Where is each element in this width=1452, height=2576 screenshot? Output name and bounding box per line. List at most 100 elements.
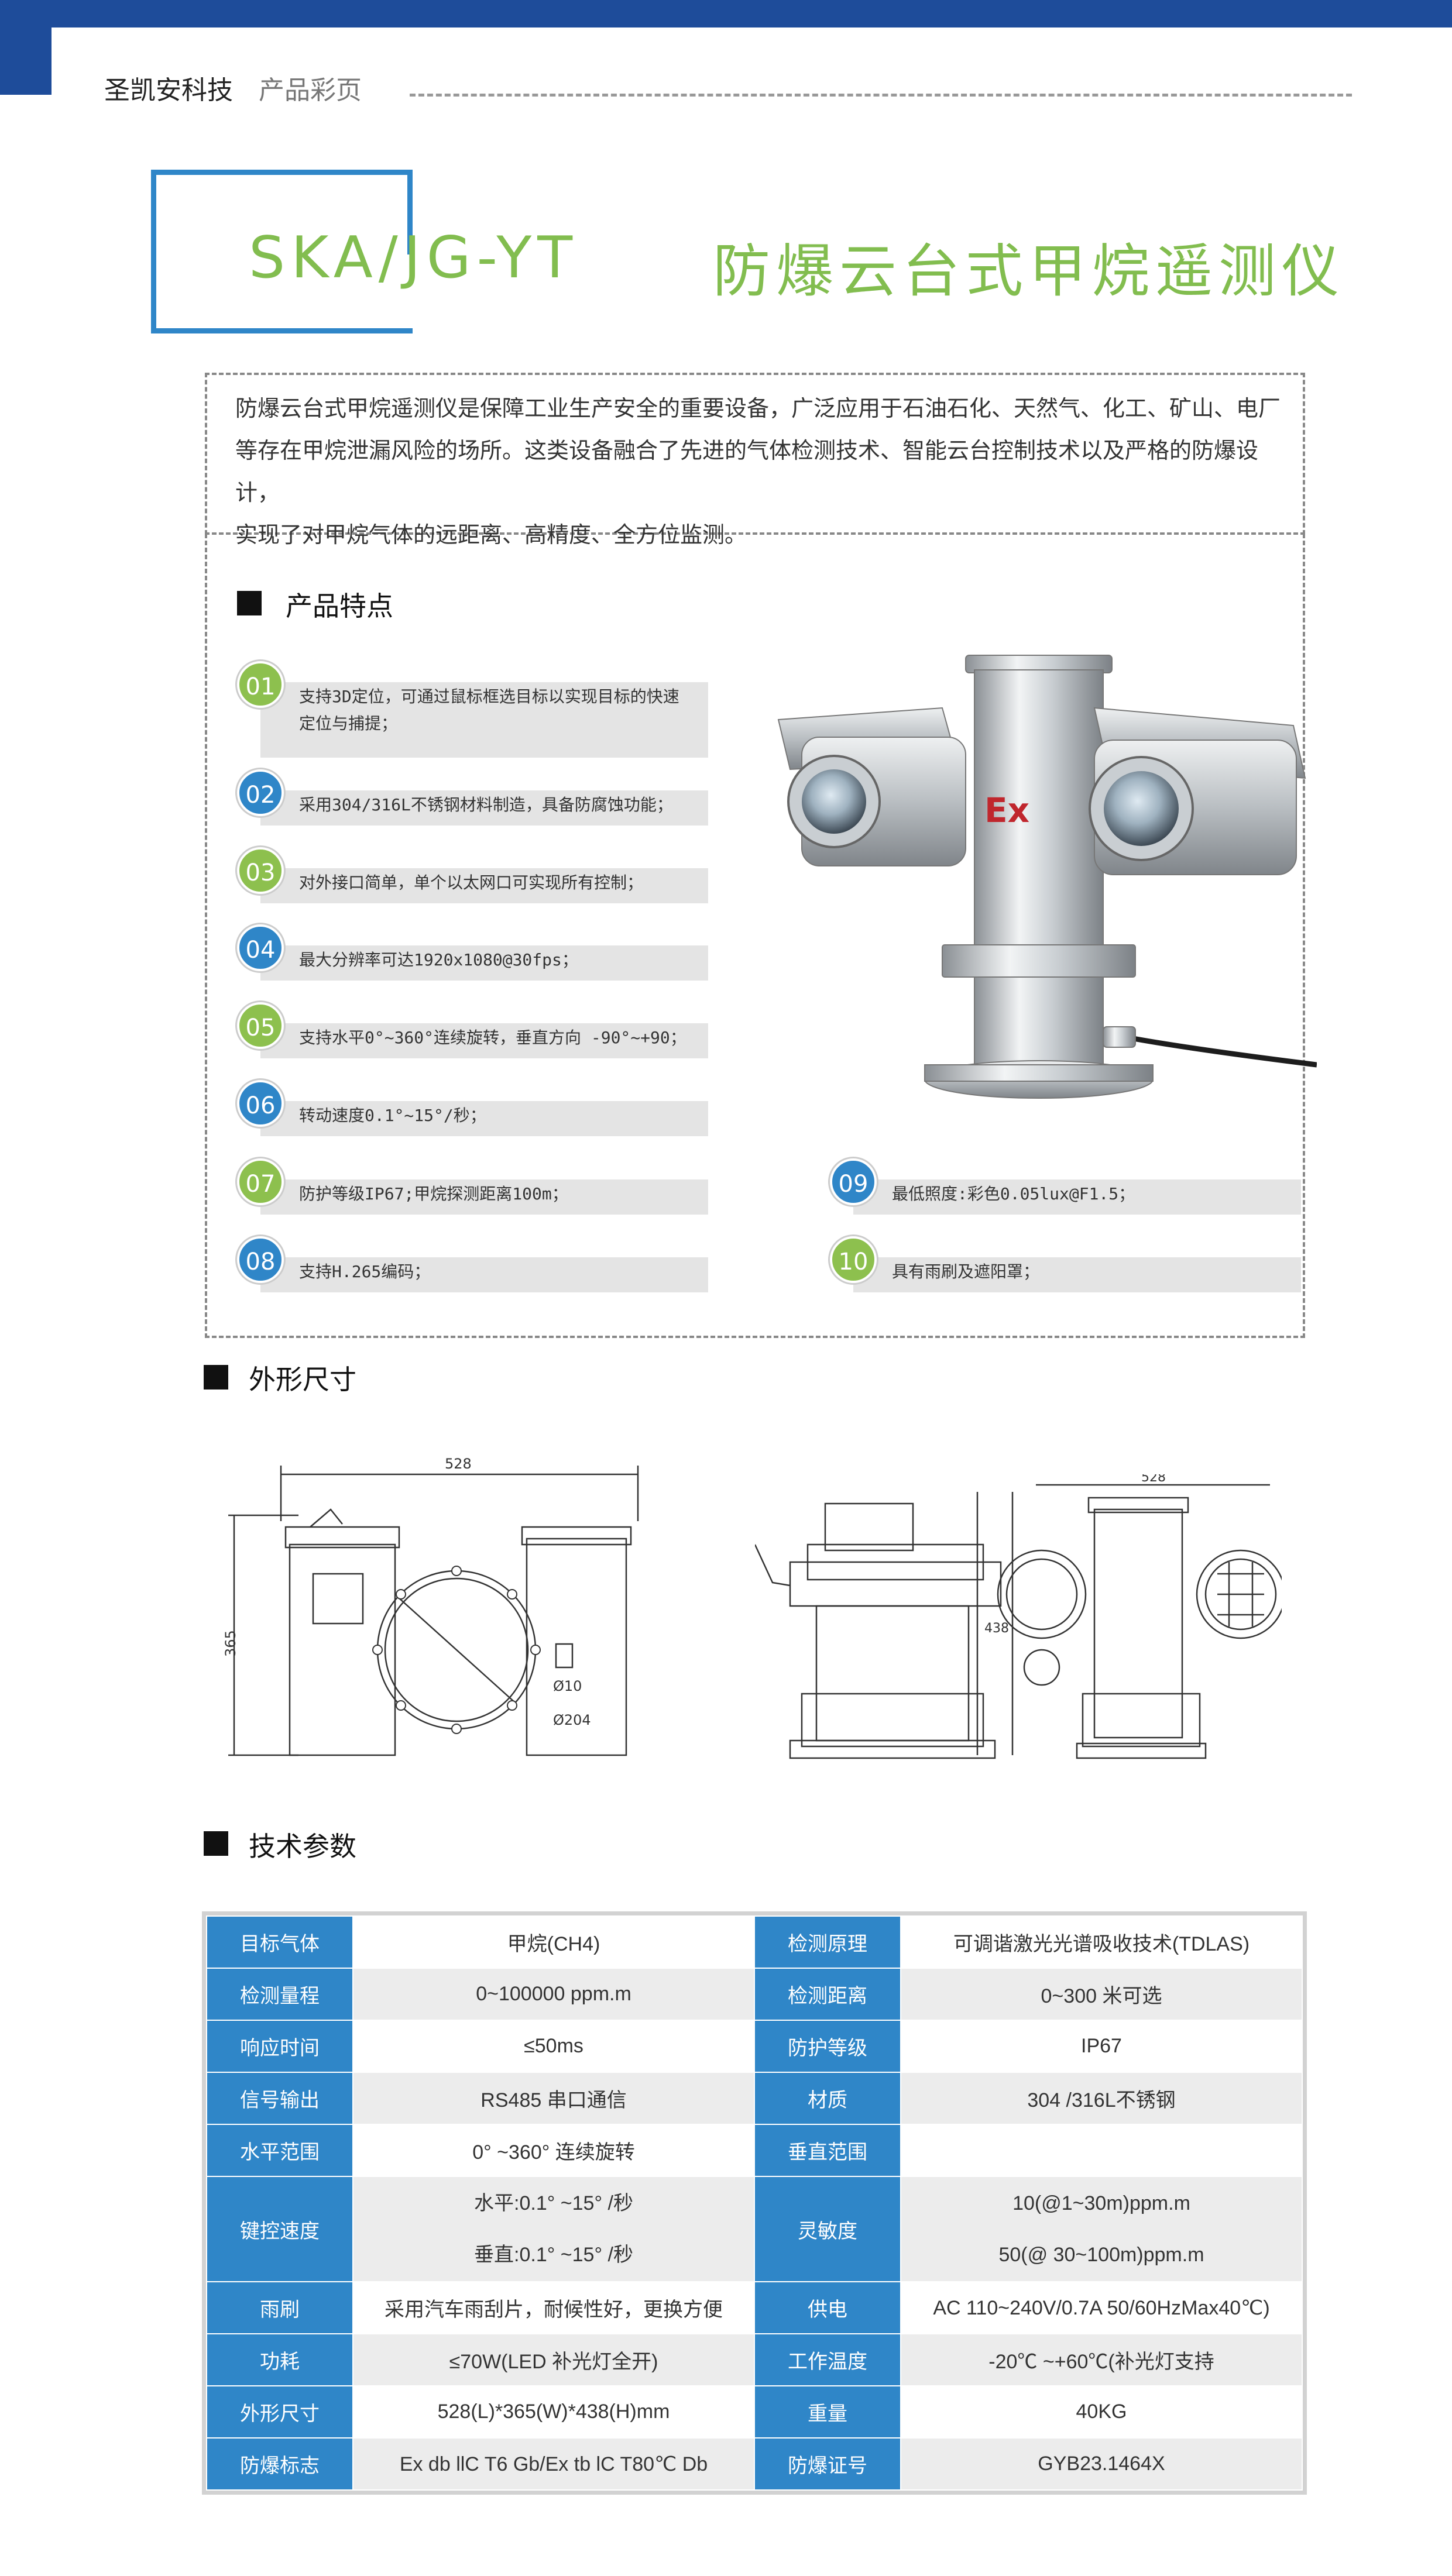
header-bar bbox=[52, 0, 1452, 27]
intro-box bbox=[205, 373, 1305, 535]
feature-number: 05 bbox=[237, 1002, 284, 1049]
spec-label: 检测原理 bbox=[754, 1915, 901, 1969]
dimension-drawing-front: 528 365 Ø10 Ø204 bbox=[222, 1456, 639, 1756]
feature-text: 最低照度:彩色0.05lux@F1.5； bbox=[892, 1184, 1135, 1203]
header-divider bbox=[410, 94, 1352, 97]
spec-label: 功耗 bbox=[206, 2333, 353, 2386]
product-image: Ex bbox=[777, 655, 1317, 1099]
spec-label: 外形尺寸 bbox=[206, 2385, 353, 2439]
feature-text: 对外接口简单，单个以太网口可实现所有控制； bbox=[299, 873, 644, 892]
spec-value: AC 110~240V/0.7A 50/60HzMax40℃) bbox=[900, 2281, 1303, 2334]
spec-value: IP67 bbox=[900, 2020, 1303, 2073]
spec-label: 防爆证号 bbox=[754, 2437, 901, 2491]
dim-diameter-large: Ø204 bbox=[553, 1712, 591, 1728]
features-box bbox=[205, 534, 1305, 1338]
spec-value: 可调谐激光光谱吸收技术(TDLAS) bbox=[900, 1915, 1303, 1969]
brand-subtitle: 产品彩页 bbox=[259, 75, 362, 105]
feature-text: 采用304/316L不锈钢材料制造，具备防腐蚀功能； bbox=[299, 795, 673, 814]
dimensions-bullet bbox=[204, 1365, 228, 1390]
feature-number: 09 bbox=[830, 1158, 877, 1205]
table-row: 响应时间 ≤50ms 防护等级 IP67 bbox=[206, 2020, 1303, 2073]
spec-value-line: 10(@1~30m)ppm.m bbox=[1012, 2192, 1190, 2214]
spec-label: 灵敏度 bbox=[754, 2176, 901, 2282]
table-row: 功耗 ≤70W(LED 补光灯全开) 工作温度 -20℃ ~+60℃(补光灯支持 bbox=[206, 2333, 1303, 2386]
dim-width-label: 528 bbox=[445, 1456, 472, 1472]
spec-label: 垂直范围 bbox=[754, 2124, 901, 2177]
spec-value-line: 垂直:0.1° ~15° /秒 bbox=[474, 2244, 633, 2266]
feature-item: 10 具有雨刷及遮阳罩； bbox=[830, 1236, 1301, 1292]
spec-label: 工作温度 bbox=[754, 2333, 901, 2386]
product-name: 防爆云台式甲烷遥测仪 bbox=[713, 238, 1345, 305]
title-frame bbox=[151, 170, 413, 333]
specs-bullet bbox=[204, 1831, 228, 1856]
feature-item: 02 采用304/316L不锈钢材料制造，具备防腐蚀功能； bbox=[237, 769, 708, 826]
spec-label: 检测量程 bbox=[206, 1968, 353, 2021]
feature-item: 07 防护等级IP67;甲烷探测距离100m； bbox=[237, 1158, 708, 1215]
spec-value: Ex db llC T6 Gb/Ex tb lC T80℃ Db bbox=[352, 2437, 755, 2491]
feature-item: 09 最低照度:彩色0.05lux@F1.5； bbox=[830, 1158, 1301, 1215]
spec-label: 目标气体 bbox=[206, 1915, 353, 1969]
spec-value: 304 /316L不锈钢 bbox=[900, 2072, 1303, 2125]
table-row: 键控速度 水平:0.1° ~15° /秒 垂直:0.1° ~15° /秒 灵敏度… bbox=[206, 2176, 1303, 2282]
feature-number: 08 bbox=[237, 1236, 284, 1283]
feature-text: 具有雨刷及遮阳罩； bbox=[892, 1262, 1040, 1281]
dimensions-title: 外形尺寸 bbox=[249, 1364, 356, 1395]
spec-value bbox=[900, 2124, 1303, 2177]
spec-value: 0° ~360° 连续旋转 bbox=[352, 2124, 755, 2177]
feature-number: 03 bbox=[237, 847, 284, 894]
feature-text: 支持H.265编码； bbox=[299, 1262, 431, 1281]
spec-value: 10(@1~30m)ppm.m 50(@ 30~100m)ppm.m bbox=[900, 2176, 1303, 2282]
spec-value: 0~100000 ppm.m bbox=[352, 1968, 755, 2021]
spec-label: 键控速度 bbox=[206, 2176, 353, 2282]
table-row: 雨刷 采用汽车雨刮片，耐候性好，更换方便 供电 AC 110~240V/0.7A… bbox=[206, 2281, 1303, 2334]
intro-line: 等存在甲烷泄漏风险的场所。这类设备融合了先进的气体检测技术、智能云台控制技术以及… bbox=[235, 438, 1259, 505]
spec-label: 材质 bbox=[754, 2072, 901, 2125]
spec-value: ≤70W(LED 补光灯全开) bbox=[352, 2333, 755, 2386]
feature-text: 防护等级IP67;甲烷探测距离100m； bbox=[299, 1184, 568, 1203]
feature-text: 最大分辨率可达1920x1080@30fps； bbox=[299, 950, 578, 969]
dimension-drawing-side: 528 438 bbox=[755, 1474, 1282, 1759]
feature-text: 定位与捕提； bbox=[299, 714, 398, 733]
feature-number: 10 bbox=[830, 1236, 877, 1283]
spec-value-line: 50(@ 30~100m)ppm.m bbox=[998, 2244, 1204, 2266]
ex-mark: Ex bbox=[984, 790, 1029, 830]
feature-text: 转动速度0.1°~15°/秒； bbox=[299, 1106, 486, 1125]
spec-value: GYB23.1464X bbox=[900, 2437, 1303, 2491]
spec-value: 528(L)*365(W)*438(H)mm bbox=[352, 2385, 755, 2439]
intro-line: 防爆云台式甲烷遥测仪是保障工业生产安全的重要设备，广泛应用于石油石化、天然气、化… bbox=[235, 395, 1281, 421]
spec-value: -20℃ ~+60℃(补光灯支持 bbox=[900, 2333, 1303, 2386]
brand-name: 圣凯安科技 bbox=[104, 75, 233, 105]
intro-line: 实现了对甲烷气体的远距离、高精度、全方位监测。 bbox=[235, 522, 747, 548]
spec-label: 水平范围 bbox=[206, 2124, 353, 2177]
feature-number: 04 bbox=[237, 924, 284, 971]
table-row: 目标气体 甲烷(CH4) 检测原理 可调谐激光光谱吸收技术(TDLAS) bbox=[206, 1915, 1303, 1969]
spec-value-line: 水平:0.1° ~15° /秒 bbox=[474, 2192, 633, 2214]
feature-item: 06 转动速度0.1°~15°/秒； bbox=[237, 1080, 708, 1136]
spec-label: 响应时间 bbox=[206, 2020, 353, 2073]
spec-value: ≤50ms bbox=[352, 2020, 755, 2073]
title-frame-tick bbox=[407, 170, 413, 254]
spec-value: 甲烷(CH4) bbox=[352, 1915, 755, 1969]
table-row: 信号输出 RS485 串口通信 材质 304 /316L不锈钢 bbox=[206, 2072, 1303, 2125]
spec-label: 信号输出 bbox=[206, 2072, 353, 2125]
feature-item: 05 支持水平0°~360°连续旋转，垂直方向 -90°~+90； bbox=[237, 1002, 708, 1058]
header-corner bbox=[0, 0, 52, 95]
feature-item: 08 支持H.265编码； bbox=[237, 1236, 708, 1292]
dim-width-label: 528 bbox=[1141, 1474, 1166, 1485]
dim-height-label: 365 bbox=[222, 1630, 239, 1657]
specs-title: 技术参数 bbox=[249, 1831, 356, 1862]
intro-text: 防爆云台式甲烷遥测仪是保障工业生产安全的重要设备，广泛应用于石油石化、天然气、化… bbox=[235, 387, 1283, 556]
feature-item: 03 对外接口简单，单个以太网口可实现所有控制； bbox=[237, 847, 708, 903]
spec-value: 40KG bbox=[900, 2385, 1303, 2439]
spec-value: 采用汽车雨刮片，耐候性好，更换方便 bbox=[352, 2281, 755, 2334]
feature-number: 06 bbox=[237, 1080, 284, 1127]
table-row: 水平范围 0° ~360° 连续旋转 垂直范围 bbox=[206, 2124, 1303, 2177]
product-model: SKA/JG-YT bbox=[249, 225, 579, 291]
table-row: 外形尺寸 528(L)*365(W)*438(H)mm 重量 40KG bbox=[206, 2385, 1303, 2439]
feature-number: 01 bbox=[237, 661, 284, 708]
table-row: 防爆标志 Ex db llC T6 Gb/Ex tb lC T80℃ Db 防爆… bbox=[206, 2437, 1303, 2491]
features-title: 产品特点 bbox=[286, 590, 393, 622]
features-bullet bbox=[237, 591, 262, 615]
dim-height-label: 438 bbox=[984, 1621, 1009, 1636]
spec-label: 雨刷 bbox=[206, 2281, 353, 2334]
